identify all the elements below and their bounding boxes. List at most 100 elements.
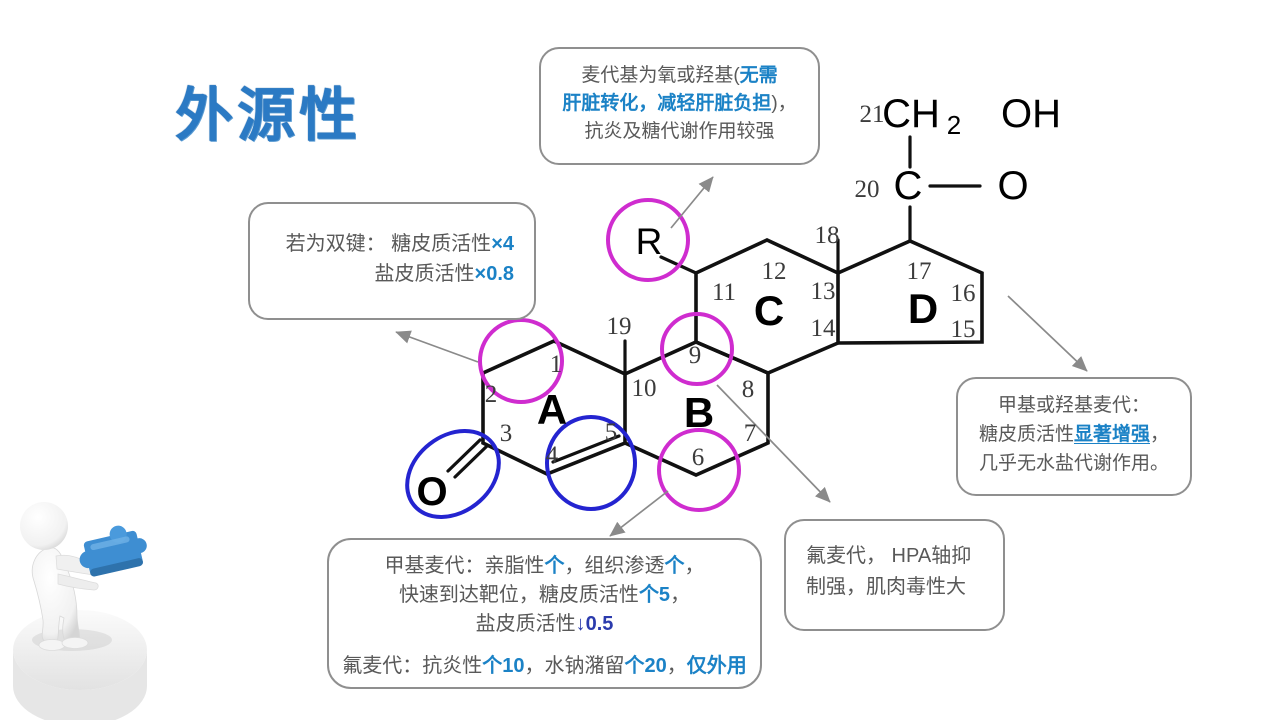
atom-number-20: 20 [855, 176, 880, 203]
text-segment: ， [670, 584, 691, 606]
atom-number-16: 16 [951, 280, 976, 307]
atom-number-9: 9 [689, 342, 702, 369]
highlight-circle-c4-c5 [545, 415, 637, 511]
c21-ch2-subscript: 2 [947, 110, 961, 140]
atom-number-19: 19 [607, 313, 632, 340]
figure-person [20, 502, 99, 651]
atom-number-14: 14 [811, 315, 837, 342]
puzzle-knob-left [79, 551, 97, 569]
callout-line: 盐皮质活性↓0.5 [329, 610, 760, 639]
text-segment-highlight: 个 [664, 555, 685, 577]
connector-arrows [395, 176, 1088, 537]
atom-number-18: 18 [815, 222, 840, 249]
callout-line: 甲基或羟基麦代： [958, 391, 1190, 420]
figure-foot [61, 637, 89, 649]
puzzle-knob-right [131, 538, 147, 554]
text-segment: 若为双键： 糖皮质活性 [285, 233, 492, 255]
atom-number-4: 4 [546, 442, 559, 469]
text-segment: 抗炎及糖代谢作用较强 [584, 121, 775, 142]
ring-d-label: D [908, 285, 938, 332]
text-segment: )， [771, 93, 797, 114]
callout-line: 肝脏转化，减轻肝脏负担)， [541, 90, 818, 118]
text-segment: 糖皮质活性 [978, 424, 1074, 445]
puzzle-edge [90, 558, 143, 577]
atom-number-15: 15 [951, 316, 976, 343]
text-segment: ， [666, 655, 687, 677]
atom-number-7: 7 [744, 420, 757, 447]
text-segment-highlight: 个5 [638, 584, 671, 606]
highlight-ellipse-o3-ketone [405, 429, 501, 519]
text-segment-highlight: 个10 [482, 655, 525, 677]
atom-number-6: 6 [692, 444, 705, 471]
figure-puzzle-illustration [13, 502, 147, 720]
ring-b-label: B [684, 389, 714, 436]
text-segment: 麦代基为氧或羟基( [581, 65, 740, 86]
atom-number-3: 3 [500, 420, 513, 447]
callout-line: 氟麦代， HPA轴抑 [806, 541, 1003, 572]
callout-line: 若为双键： 糖皮质活性×4 [250, 229, 514, 259]
ring-d-bonds [836, 239, 984, 345]
text-segment: 快速到达靶位，糖皮质活性 [398, 584, 639, 606]
figure-head [20, 502, 68, 550]
callout-fluoro-hpa: 氟麦代， HPA轴抑 制强，肌肉毒性大 [784, 519, 1005, 631]
figure-arm-lower [57, 573, 99, 591]
ring-b-bonds [623, 340, 770, 477]
atom-number-17: 17 [907, 258, 932, 285]
atom-number-21: 21 [860, 101, 885, 128]
text-segment-highlight: 仅外用 [686, 655, 747, 677]
pedestal [13, 610, 147, 720]
callout-methyl-hydroxy: 甲基或羟基麦代： 糖皮质活性显著增强， 几乎无水盐代谢作用。 [956, 377, 1192, 496]
r-substituent-label: R [636, 221, 663, 262]
atom-number-8: 8 [742, 376, 755, 403]
callout-line: 盐皮质活性×0.8 [250, 259, 514, 289]
callout-line: 麦代基为氧或羟基(无需 [541, 62, 818, 90]
text-segment: 几乎无水盐代谢作用。 [978, 453, 1169, 474]
text-segment-highlight: 个20 [624, 655, 667, 677]
highlight-circle-c6 [657, 428, 741, 512]
c20-oxygen-label: O [997, 164, 1028, 208]
ring-a-label: A [537, 386, 567, 433]
text-segment-highlight: 肝脏转化，减轻肝脏负担 [562, 93, 772, 114]
atom-number-11: 11 [712, 279, 736, 306]
text-segment-highlight: 个 [544, 555, 565, 577]
highlight-circle-c1-c2 [478, 318, 564, 404]
atom-number-2: 2 [485, 381, 498, 408]
callout-line: 甲基麦代：亲脂性个，组织渗透个， [329, 552, 760, 581]
callout-line: 快速到达靶位，糖皮质活性个5， [329, 581, 760, 610]
c3-ketone-oxygen-label: O [416, 470, 447, 514]
text-segment: 氟麦代， HPA轴抑 [806, 545, 972, 567]
c20-carbon-label: C [894, 164, 923, 208]
text-segment-highlight: ×4 [491, 233, 514, 255]
c21-oh-label: OH [1001, 92, 1061, 136]
callout-line: 几乎无水盐代谢作用。 [958, 449, 1190, 478]
atom-number-13: 13 [811, 278, 836, 305]
puzzle-piece [79, 525, 147, 577]
text-segment-highlight: ↓0.5 [575, 613, 614, 635]
arrow-to-fluoro-hpa-callout [716, 384, 831, 503]
callout-oxygen-hydroxy: 麦代基为氧或羟基(无需 肝脏转化，减轻肝脏负担)， 抗炎及糖代谢作用较强 [539, 47, 820, 165]
callout-double-bond: 若为双键： 糖皮质活性×4 盐皮质活性×0.8 [248, 202, 536, 320]
text-segment: ，水钠潴留 [524, 655, 625, 677]
figure-foot [38, 639, 66, 651]
atom-number-12: 12 [762, 258, 787, 285]
text-segment: ， [1150, 424, 1170, 445]
atom-numbers: 1 2 3 4 5 6 7 8 9 10 11 12 13 14 15 16 1… [485, 101, 976, 471]
callout-line: 糖皮质活性显著增强， [958, 420, 1190, 449]
c3-ketone-bond-1 [446, 438, 482, 473]
text-segment-highlight: 无需 [739, 65, 778, 86]
atom-number-1: 1 [550, 351, 563, 378]
atom-number-5: 5 [605, 419, 618, 446]
c4-c5-double-bond-inner [551, 434, 621, 464]
pedestal-side [13, 650, 147, 720]
text-segment: ，组织渗透 [564, 555, 665, 577]
puzzle-highlight [90, 536, 130, 551]
arrow-to-methyl-fluoro-callout [609, 490, 669, 537]
c21-ch2-label: CH [882, 92, 940, 136]
arrow-to-top-callout [670, 176, 714, 229]
highlight-marks [405, 198, 741, 519]
c3-ketone-bond-2 [453, 444, 489, 479]
text-segment-highlight: ×0.8 [474, 263, 514, 285]
arrow-to-methyl-hydroxy-callout [1007, 295, 1088, 372]
